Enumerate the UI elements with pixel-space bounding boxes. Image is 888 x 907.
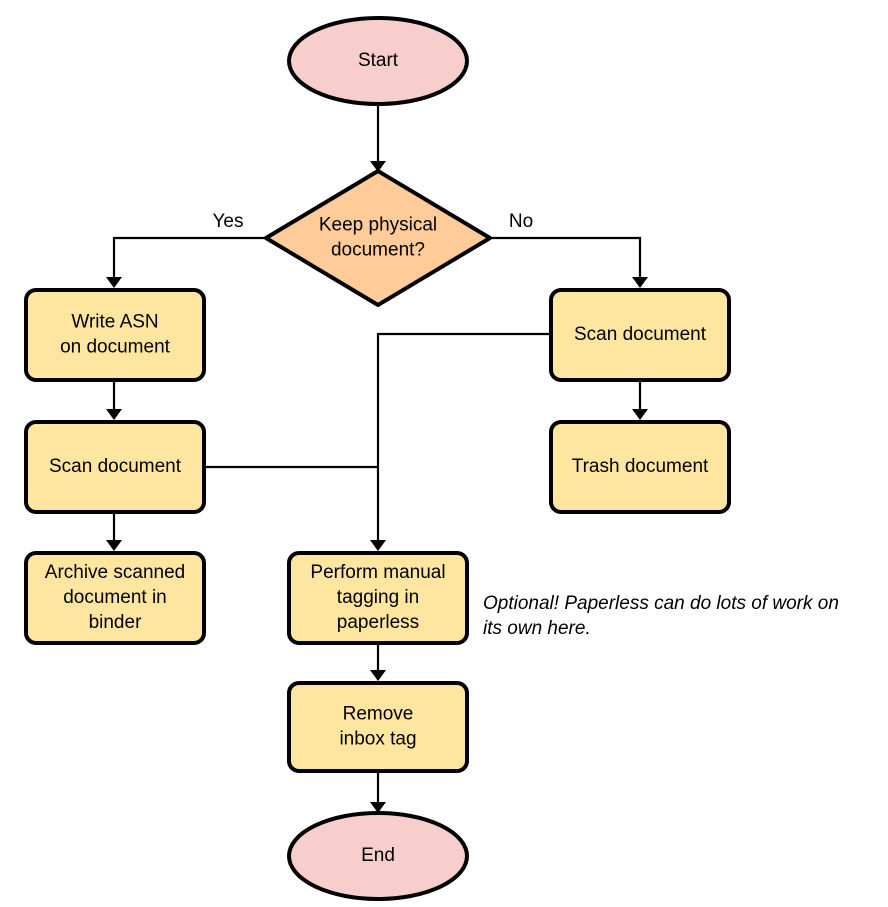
- node-end[interactable]: End: [287, 811, 469, 901]
- node-label: Scan document: [574, 324, 707, 345]
- node-label: Trash document: [572, 456, 709, 477]
- node-decision-keep-physical[interactable]: Keep physical document?: [264, 169, 492, 307]
- edge-scan-right-to-tagging: [370, 332, 551, 551]
- node-start[interactable]: Start: [287, 16, 469, 106]
- edge-arrowhead: [370, 670, 386, 681]
- edge-line: [490, 236, 642, 277]
- edge-line: [112, 236, 266, 277]
- node-label: binder: [89, 612, 142, 633]
- edge-arrowhead: [370, 540, 386, 551]
- annotation-line: Optional! Paperless can do lots of work …: [483, 593, 839, 614]
- edge-write-asn-to-scan-left: [106, 380, 122, 420]
- node-shape-rect: [549, 420, 731, 514]
- edge-line: [376, 332, 551, 540]
- node-scan-document-right[interactable]: Scan document: [549, 288, 731, 382]
- edge-scan-left-to-archive: [106, 512, 122, 551]
- edge-arrowhead: [370, 802, 386, 813]
- node-label: on document: [60, 337, 171, 358]
- node-trash-document[interactable]: Trash document: [549, 420, 731, 514]
- node-label: inbox tag: [339, 729, 416, 750]
- node-shape-ellipse: [287, 16, 469, 106]
- edges-layer: Yes No: [106, 104, 648, 813]
- node-shape-rect: [24, 288, 206, 382]
- edge-decision-to-write-asn: Yes: [106, 211, 266, 288]
- node-write-asn[interactable]: Write ASN on document: [24, 288, 206, 382]
- node-label: Remove: [343, 704, 414, 725]
- edge-decision-to-scan-right: No: [490, 211, 648, 288]
- annotations-layer: Optional! Paperless can do lots of work …: [483, 593, 839, 639]
- node-label: tagging in: [337, 587, 419, 608]
- node-shape-rect: [24, 420, 206, 514]
- node-scan-document-left[interactable]: Scan document: [24, 420, 206, 514]
- node-label: Archive scanned: [45, 562, 185, 583]
- node-label: End: [361, 845, 395, 866]
- node-label: paperless: [337, 612, 419, 633]
- edge-arrowhead: [106, 540, 122, 551]
- edge-arrowhead: [106, 409, 122, 420]
- node-manual-tagging[interactable]: Perform manual tagging in paperless: [287, 551, 469, 645]
- annotation-line: its own here.: [483, 618, 591, 639]
- node-label: Keep physical: [319, 215, 437, 236]
- node-shape-rect: [24, 551, 206, 645]
- node-shape-rect: [287, 681, 469, 773]
- node-archive-in-binder[interactable]: Archive scanned document in binder: [24, 551, 206, 645]
- node-label: document?: [331, 240, 425, 261]
- edge-label-no: No: [509, 211, 533, 232]
- edge-arrowhead: [370, 161, 386, 172]
- edge-scan-right-to-trash: [632, 380, 648, 420]
- node-label: Perform manual: [310, 562, 445, 583]
- node-label: Scan document: [49, 456, 182, 477]
- node-label: Start: [358, 50, 399, 71]
- node-shape-diamond: [264, 169, 492, 307]
- edge-label-yes: Yes: [213, 211, 244, 232]
- edge-arrowhead: [106, 277, 122, 288]
- edge-arrowhead: [632, 409, 648, 420]
- node-label: document in: [63, 587, 167, 608]
- node-remove-inbox-tag[interactable]: Remove inbox tag: [287, 681, 469, 773]
- edge-remove-tag-to-end: [370, 771, 386, 813]
- edge-start-to-decision: [370, 104, 386, 172]
- node-label: Write ASN: [71, 312, 158, 333]
- node-shape-rect: [287, 551, 469, 645]
- node-shape-rect: [549, 288, 731, 382]
- edge-arrowhead: [632, 277, 648, 288]
- edge-tagging-to-remove-tag: [370, 643, 386, 681]
- annotation-optional-note: Optional! Paperless can do lots of work …: [483, 593, 839, 639]
- node-shape-ellipse: [287, 811, 469, 901]
